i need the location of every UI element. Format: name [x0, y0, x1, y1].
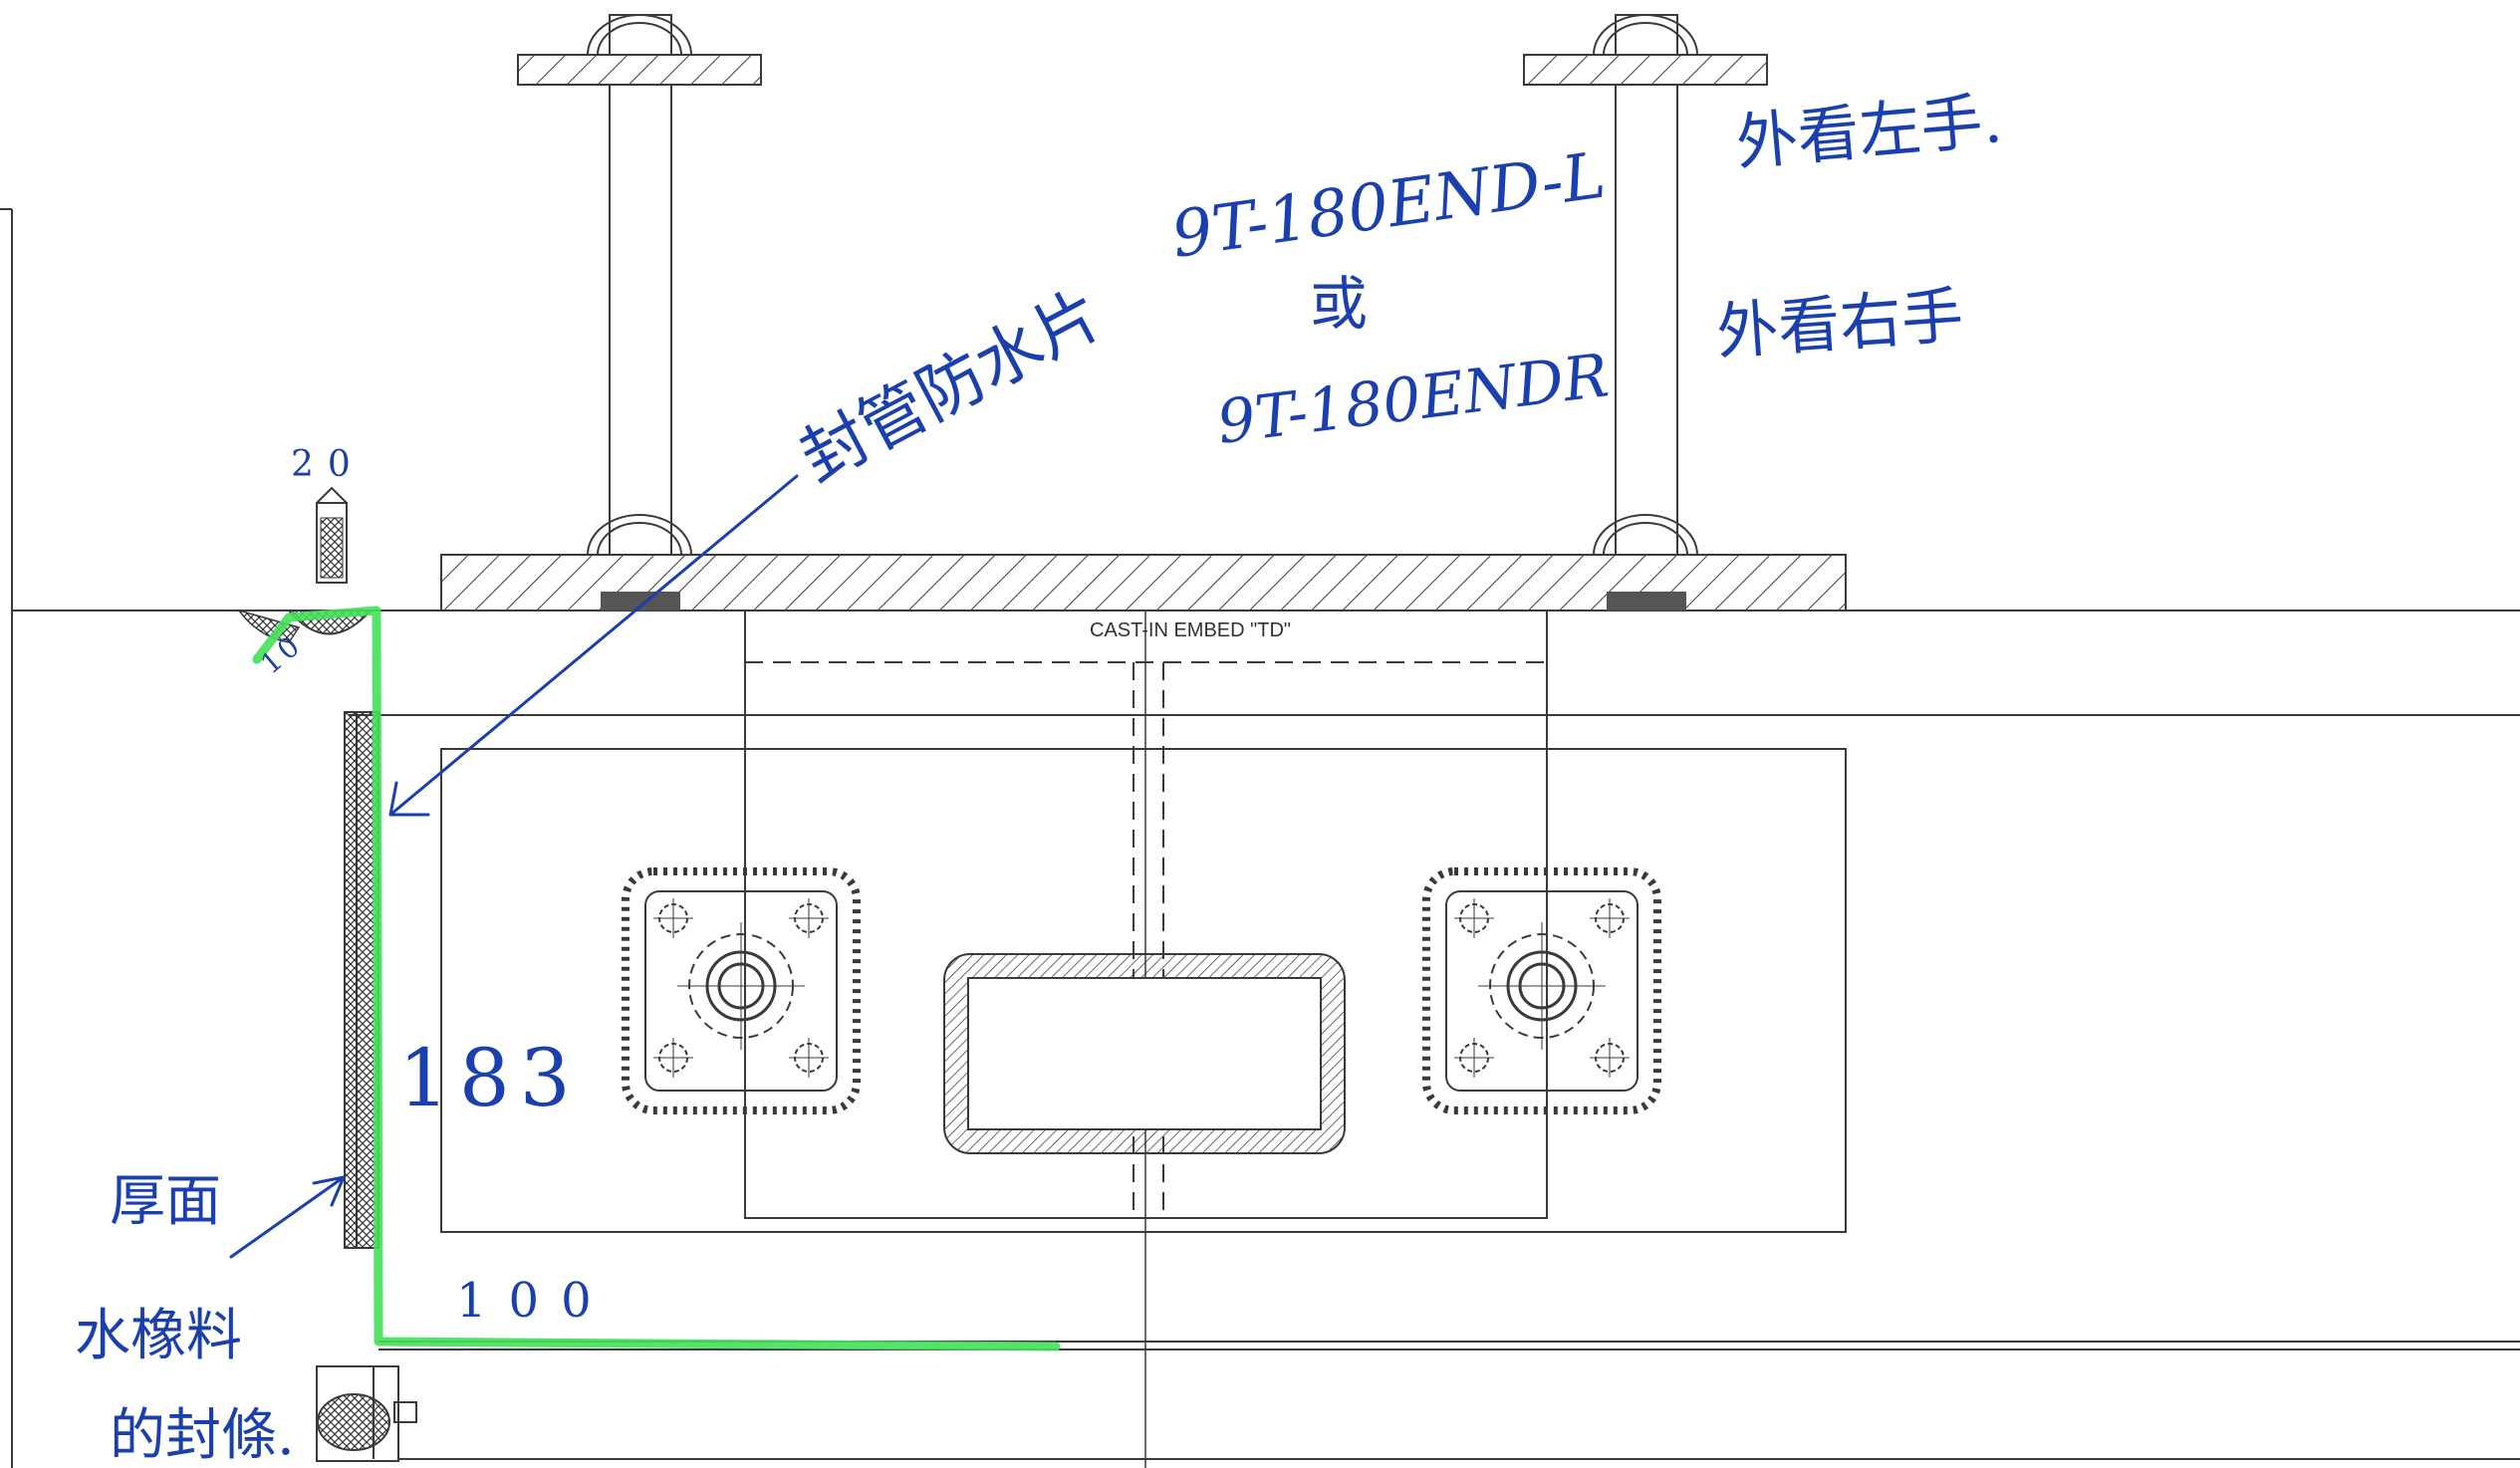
- right-post: [1523, 14, 1768, 611]
- bottom-seal-fixture: [316, 1365, 417, 1462]
- part-left-text: 9T-180END-L: [1167, 139, 1610, 273]
- note-right-hand: 外看右手: [1714, 279, 1966, 368]
- left-bolt-group: [622, 867, 861, 1114]
- note-seal-text: 厚面 水橡料 的封條.: [75, 1169, 295, 1468]
- hollow-section: [943, 953, 1346, 1154]
- dim-horizontal: 100: [456, 1273, 614, 1329]
- dim-vertical: 183: [398, 1032, 581, 1124]
- left-post: [517, 14, 762, 611]
- part-right-text: 9T-180ENDR: [1213, 341, 1612, 458]
- part-or-text: 或: [1310, 270, 1368, 338]
- note-waterproof-strip: 封管防水片: [788, 275, 1115, 497]
- plate-outline: [440, 748, 1847, 1233]
- note-seal-line-3: 的封條.: [110, 1403, 295, 1468]
- embed-label: CAST-IN EMBED "TD": [1090, 619, 1291, 641]
- waterproof-strip-highlight: [252, 606, 1061, 1351]
- leader-arrow-seal: [229, 1175, 346, 1259]
- note-seal-line-2: 水橡料: [75, 1304, 242, 1368]
- dim-top: 20: [291, 444, 365, 485]
- dim-small: 10: [254, 627, 309, 680]
- note-left-hand: 外看左手.: [1733, 84, 2005, 179]
- note-seal-group: 厚面 水橡料 的封條.: [75, 1169, 295, 1468]
- note-seal-line-1: 厚面: [110, 1169, 221, 1234]
- right-bolt-group: [1422, 867, 1661, 1114]
- leader-arrow-waterproof: [388, 474, 799, 817]
